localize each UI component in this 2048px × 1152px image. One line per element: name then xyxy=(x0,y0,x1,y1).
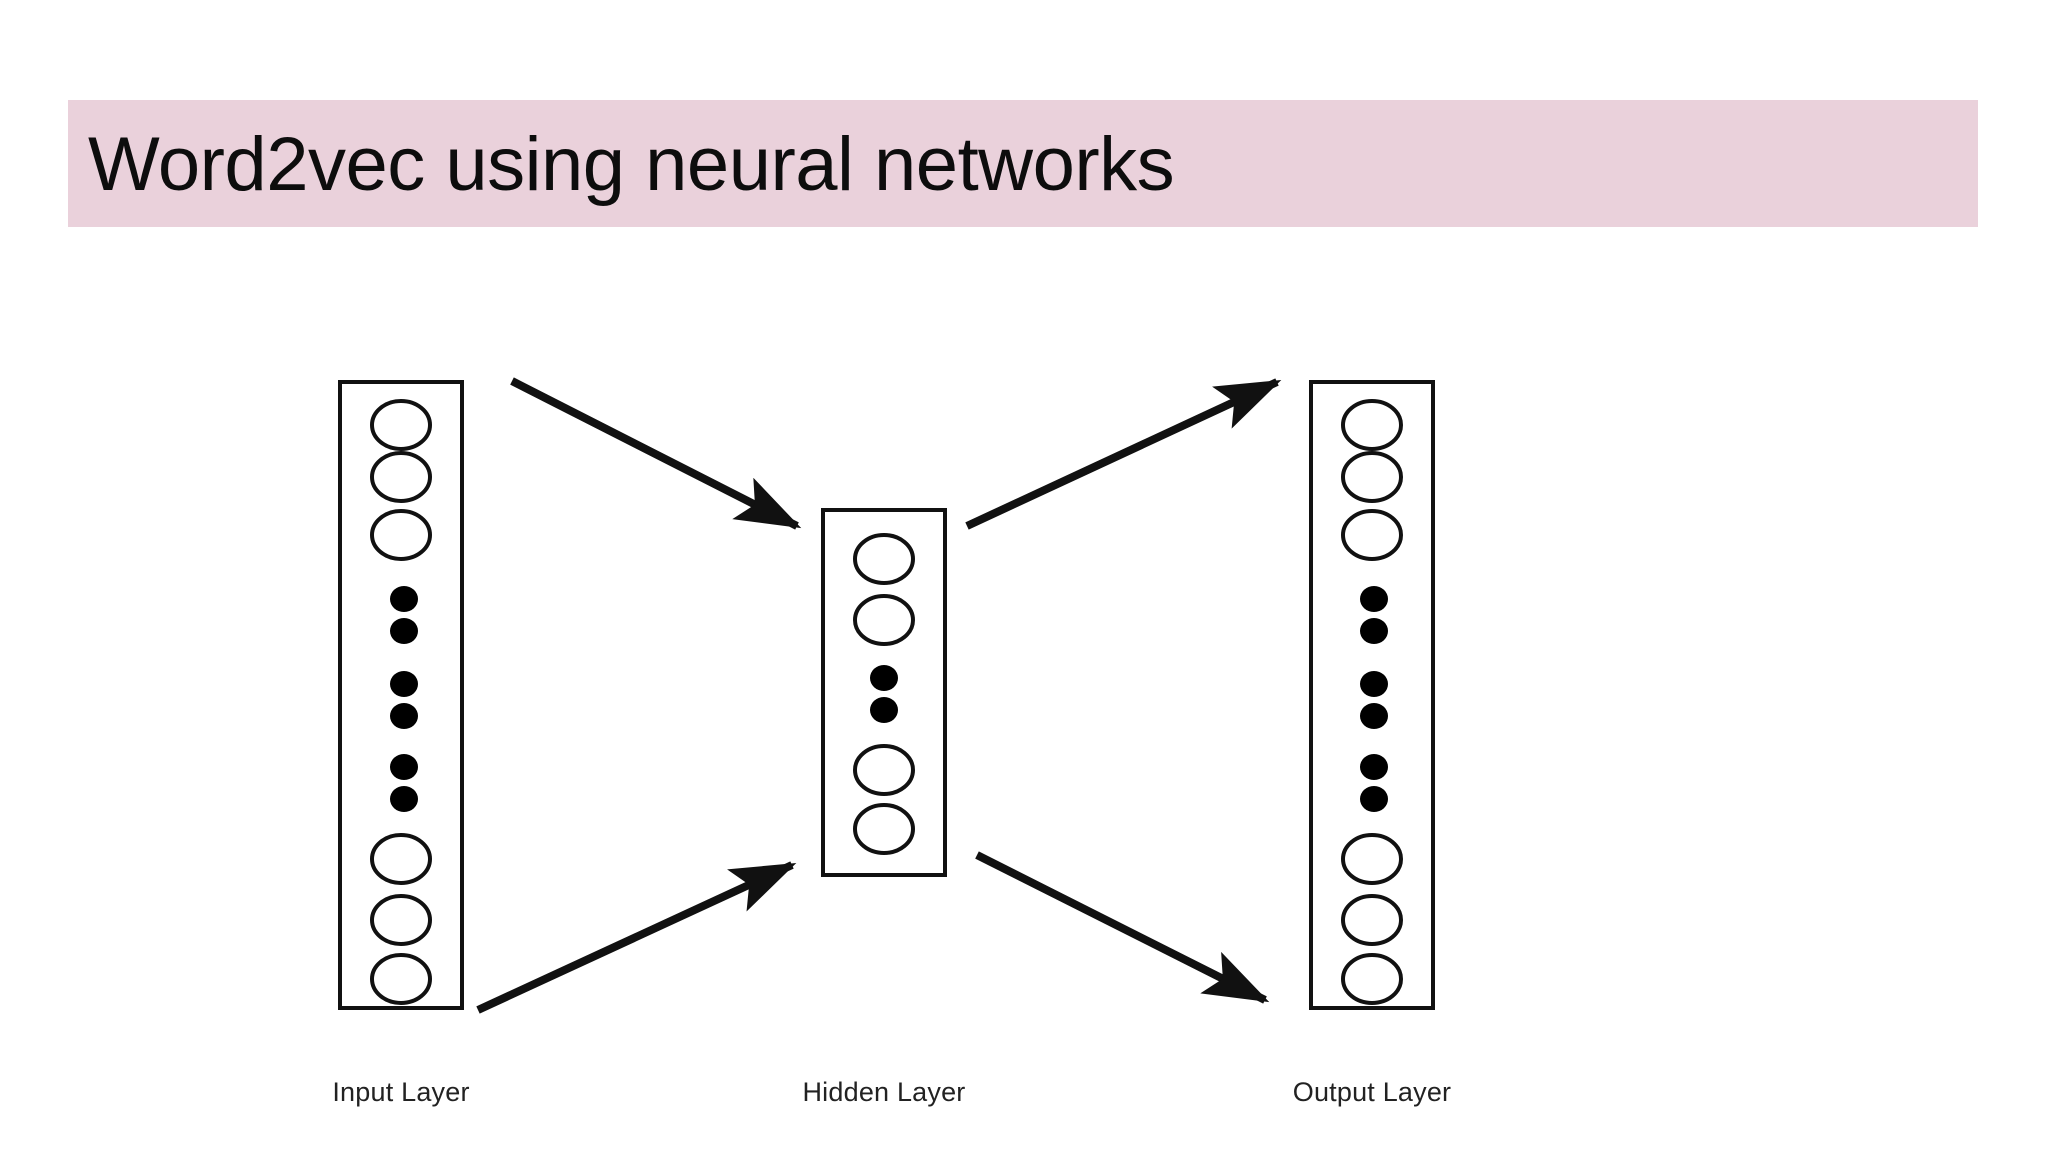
arrow-hidden-to-output-bottom xyxy=(975,851,1270,1004)
input-layer-dot xyxy=(390,754,418,780)
input-layer-dot xyxy=(390,703,418,729)
input-layer-neuron xyxy=(370,833,432,885)
output-layer-dot xyxy=(1360,703,1388,729)
arrow-input-top-to-hidden xyxy=(510,377,802,530)
input-layer-neuron xyxy=(370,399,432,451)
title-banner xyxy=(68,100,1978,227)
output-layer-dot xyxy=(1360,786,1388,812)
input-layer-dot xyxy=(390,586,418,612)
input-layer-neuron xyxy=(370,953,432,1005)
hidden-layer-label: Hidden Layer xyxy=(802,1077,966,1107)
hidden-layer-dot xyxy=(870,665,898,691)
output-layer-neuron xyxy=(1341,399,1403,451)
hidden-layer-dot xyxy=(870,697,898,723)
output-layer-neuron xyxy=(1341,894,1403,946)
output-layer-neuron xyxy=(1341,509,1403,561)
page-title: Word2vec using neural networks xyxy=(88,122,1175,207)
input-layer-neuron xyxy=(370,451,432,503)
input-layer-neuron xyxy=(370,894,432,946)
arrow-input-bottom-to-hidden xyxy=(476,861,797,1014)
hidden-layer-neuron xyxy=(853,594,915,646)
input-layer-label: Input Layer xyxy=(332,1077,470,1107)
output-layer-neuron xyxy=(1341,953,1403,1005)
output-layer-label: Output Layer xyxy=(1292,1077,1452,1107)
output-layer-dot xyxy=(1360,754,1388,780)
output-layer-dot xyxy=(1360,671,1388,697)
output-layer-neuron xyxy=(1341,833,1403,885)
hidden-layer-neuron xyxy=(853,533,915,585)
layer-boxes xyxy=(338,380,1435,1010)
arrow-hidden-to-output-top xyxy=(965,378,1282,530)
output-layer-dot xyxy=(1360,586,1388,612)
output-layer-neuron xyxy=(1341,451,1403,503)
hidden-layer-neuron xyxy=(853,744,915,796)
input-layer-dot xyxy=(390,671,418,697)
connection-arrows xyxy=(476,377,1282,1014)
output-layer-dot xyxy=(1360,618,1388,644)
input-layer-dot xyxy=(390,786,418,812)
layer-nodes xyxy=(370,399,1403,1005)
input-layer-neuron xyxy=(370,509,432,561)
hidden-layer-neuron xyxy=(853,803,915,855)
input-layer-dot xyxy=(390,618,418,644)
